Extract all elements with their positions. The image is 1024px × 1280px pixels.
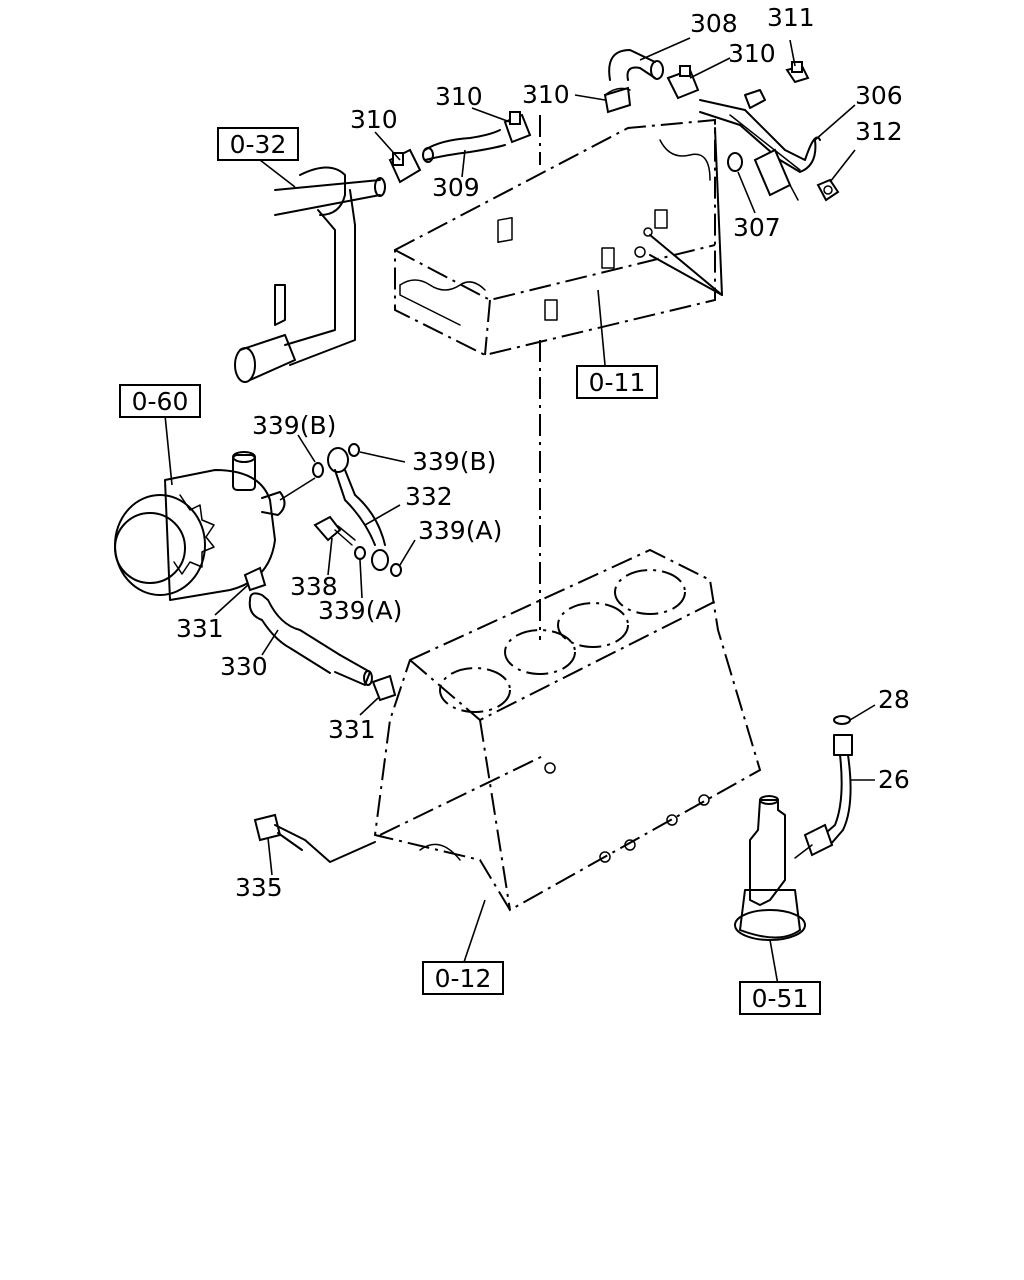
part-label-339b: 339(B): [412, 447, 496, 476]
part-label-308: 308: [690, 9, 738, 38]
part-label-339a: 339(A): [318, 596, 402, 625]
part-label-311: 311: [767, 3, 815, 32]
part-label-339a: 339(A): [418, 516, 502, 545]
ref-box-0-60[interactable]: 0-60: [119, 384, 201, 418]
washers-339: [312, 443, 402, 577]
hose-330: [248, 592, 373, 686]
nut-312: [816, 178, 840, 202]
part-label-312: 312: [855, 117, 903, 146]
clamp-310-mid: [503, 111, 532, 144]
part-label-331: 331: [328, 715, 376, 744]
leader-lines: [164, 37, 876, 986]
fitting-307-body: [753, 148, 799, 201]
part-label-310: 310: [728, 39, 776, 68]
ref-box-0-12[interactable]: 0-12: [422, 961, 504, 995]
cylinder-head: [394, 118, 723, 357]
ref-box-0-32[interactable]: 0-32: [217, 127, 299, 161]
ref-box-0-11[interactable]: 0-11: [576, 365, 658, 399]
part-labels: 308 311 310 310 310 310 306 312 309 307 …: [176, 3, 910, 902]
part-label-28: 28: [878, 685, 910, 714]
part-label-331: 331: [176, 614, 224, 643]
bolt-338: [313, 515, 356, 546]
ref-label-0-60: 0-60: [132, 387, 189, 416]
oil-filler-assembly: [734, 715, 853, 941]
drain-cock-335: [253, 813, 376, 863]
part-label-307: 307: [733, 213, 781, 242]
part-label-310: 310: [435, 82, 483, 111]
part-label-26: 26: [878, 765, 910, 794]
part-label-306: 306: [855, 81, 903, 110]
ref-label-0-12: 0-12: [435, 964, 492, 993]
part-label-338: 338: [290, 572, 338, 601]
ref-label-0-32: 0-32: [230, 130, 287, 159]
part-label-339b: 339(B): [252, 411, 336, 440]
part-label-332: 332: [405, 482, 453, 511]
clamp-331-lower: [371, 674, 397, 702]
cylinder-block: [373, 548, 762, 912]
part-label-330: 330: [220, 652, 268, 681]
ref-label-0-51: 0-51: [752, 984, 809, 1013]
water-pump: [114, 451, 316, 601]
oring-307: [727, 152, 743, 172]
water-pipe: [234, 166, 386, 383]
pipe-332: [327, 447, 389, 571]
part-label-310: 310: [350, 105, 398, 134]
clamp-310-right: [666, 65, 700, 100]
part-label-335: 335: [235, 873, 283, 902]
clamp-331-upper: [243, 566, 267, 592]
hose-308: [608, 49, 664, 81]
part-label-309: 309: [432, 173, 480, 202]
ref-label-0-11: 0-11: [589, 368, 646, 397]
ref-box-0-51[interactable]: 0-51: [739, 981, 821, 1015]
clamp-310-upper: [603, 86, 632, 114]
hose-309: [422, 129, 506, 163]
part-label-310: 310: [522, 80, 570, 109]
bolt-311: [785, 61, 810, 84]
